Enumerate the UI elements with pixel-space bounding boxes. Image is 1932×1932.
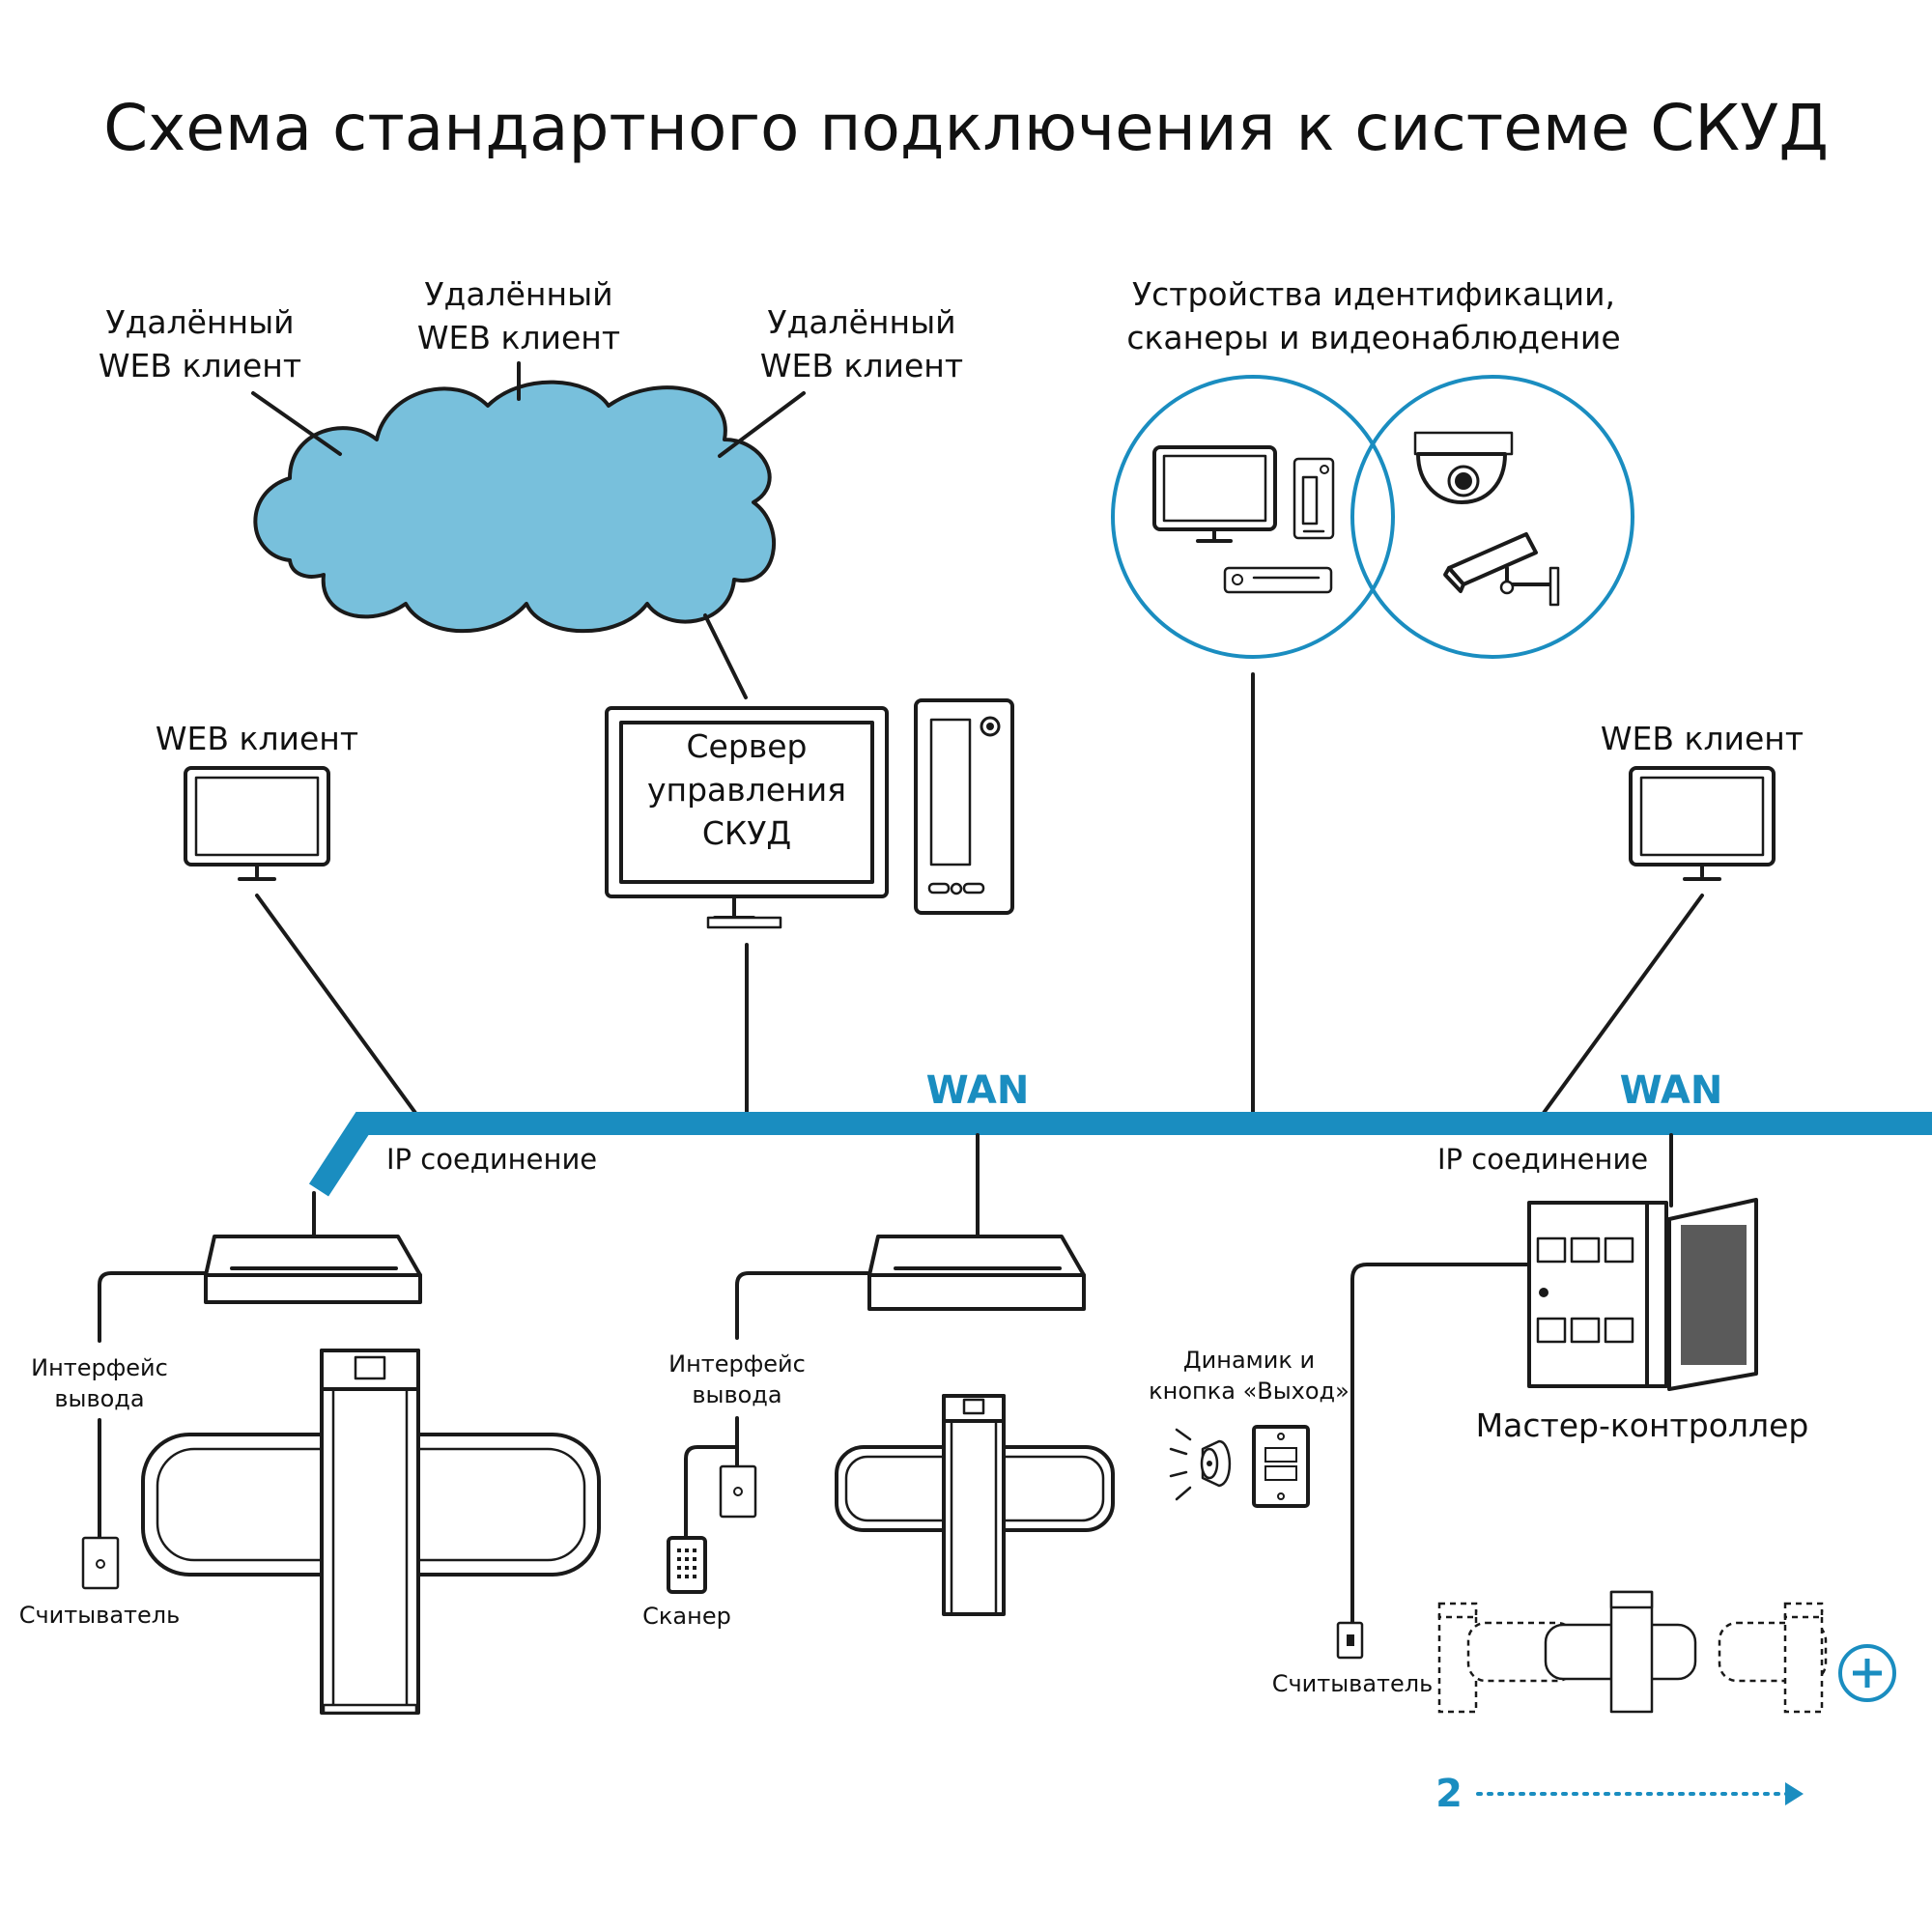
speaker-label-line2: кнопка «Выход» bbox=[1149, 1378, 1350, 1405]
server-label-line1: Сервер bbox=[687, 727, 808, 765]
remote-client-2-line1: Удалённый bbox=[424, 275, 612, 313]
wan-backbone bbox=[308, 1112, 1932, 1197]
pc-tower-icon bbox=[914, 698, 1014, 915]
output-interface-left-line2: вывода bbox=[54, 1385, 144, 1412]
remote-client-1-line2: WEB клиент bbox=[99, 347, 301, 384]
dome-camera-icon bbox=[1413, 431, 1514, 504]
speaker-icon bbox=[1169, 1428, 1232, 1501]
identification-devices-circle bbox=[1111, 375, 1395, 659]
output-interface-mid-line1: Интерфейс bbox=[668, 1350, 806, 1378]
identification-line1: Устройства идентификации, bbox=[1132, 275, 1615, 313]
card-reader-icon bbox=[1336, 1621, 1364, 1660]
bullet-camera-icon bbox=[1443, 532, 1560, 607]
remote-client-2: Удалённый WEB клиент bbox=[417, 275, 620, 401]
expand-number: 2 bbox=[1435, 1772, 1463, 1816]
dvr-icon bbox=[1223, 566, 1333, 594]
remote-client-1-line1: Удалённый bbox=[105, 303, 294, 341]
web-client-left-label: WEB клиент bbox=[156, 720, 358, 757]
web-client-right-label: WEB клиент bbox=[1601, 720, 1804, 757]
arrow-right-icon bbox=[1476, 1782, 1804, 1805]
remote-client-2-line2: WEB клиент bbox=[417, 319, 620, 356]
card-reader-icon bbox=[1293, 457, 1335, 540]
turnstile-icon bbox=[141, 1349, 601, 1715]
router-icon bbox=[867, 1235, 1086, 1311]
controller-cabinet-icon bbox=[1527, 1198, 1758, 1391]
scanner-label: Сканер bbox=[642, 1603, 731, 1630]
remote-client-3: Удалённый WEB клиент bbox=[718, 303, 963, 458]
output-interface-left-line1: Интерфейс bbox=[31, 1354, 168, 1381]
reader-right-label: Считыватель bbox=[1272, 1670, 1434, 1697]
turnstile-row bbox=[1437, 1590, 1828, 1714]
remote-client-1: Удалённый WEB клиент bbox=[99, 303, 342, 456]
keypad-scanner-icon bbox=[667, 1536, 707, 1594]
server-label-line2: управления bbox=[647, 771, 846, 809]
video-surveillance-circle bbox=[1350, 375, 1634, 659]
page-title: Схема стандартного подключения к системе… bbox=[103, 91, 1829, 165]
monitor-icon bbox=[1152, 445, 1277, 543]
plus-circle-icon[interactable] bbox=[1838, 1644, 1896, 1702]
remote-client-3-line2: WEB клиент bbox=[760, 347, 963, 384]
card-reader-icon bbox=[719, 1464, 757, 1519]
master-controller-label: Мастер-контроллер bbox=[1476, 1406, 1809, 1444]
cabinet-vents bbox=[1536, 1236, 1634, 1344]
output-interface-mid-line2: вывода bbox=[692, 1381, 781, 1408]
identification-line2: сканеры и видеонаблюдение bbox=[1126, 319, 1620, 356]
speaker-label-line1: Динамик и bbox=[1183, 1347, 1315, 1374]
remote-client-3-line1: Удалённый bbox=[767, 303, 955, 341]
ip-connection-right: IP соединение bbox=[1437, 1143, 1648, 1176]
reader-left-label: Считыватель bbox=[19, 1602, 181, 1629]
server-monitor: Сервер управления СКУД bbox=[605, 706, 889, 929]
exit-button-icon bbox=[1252, 1425, 1310, 1508]
wan-label-1: WAN bbox=[926, 1068, 1030, 1113]
turnstile-icon bbox=[835, 1394, 1115, 1616]
ip-connection-left: IP соединение bbox=[386, 1143, 597, 1176]
wan-label-2: WAN bbox=[1620, 1068, 1723, 1113]
cloud-icon bbox=[253, 380, 776, 634]
server-label-line3: СКУД bbox=[702, 814, 791, 852]
monitor-icon bbox=[184, 766, 330, 881]
monitor-icon bbox=[1629, 766, 1776, 881]
card-reader-icon bbox=[81, 1536, 120, 1590]
router-icon bbox=[204, 1235, 422, 1304]
